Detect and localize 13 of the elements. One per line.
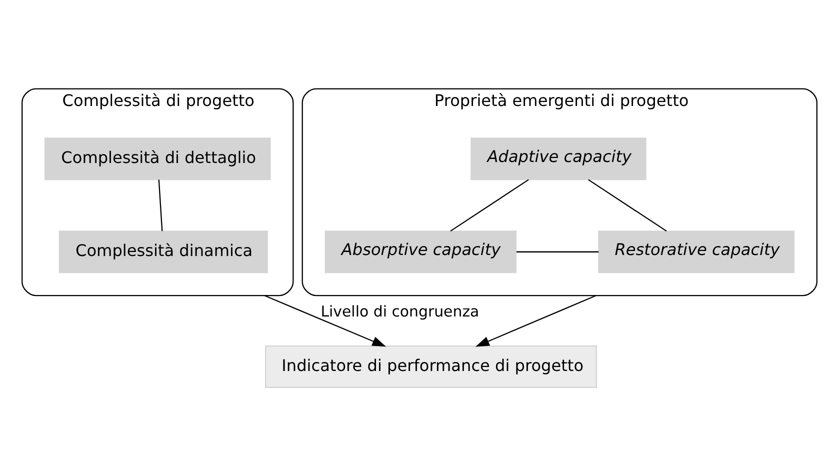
node-box: Adaptive capacity xyxy=(470,137,646,180)
node-box: Complessità dinamica xyxy=(58,230,268,273)
arrow xyxy=(264,294,386,346)
connector xyxy=(450,178,529,232)
node-box: Complessità di dettaglio xyxy=(44,137,271,180)
node-box: Restorative capacity xyxy=(598,230,794,273)
edge-label: Livello di congruenza xyxy=(320,302,480,320)
connector xyxy=(516,250,599,252)
node-box: Absorptive capacity xyxy=(324,230,517,273)
connector xyxy=(588,178,667,232)
connector xyxy=(158,179,163,231)
arrow xyxy=(476,294,596,346)
node-box: Indicatore di performance di progetto xyxy=(265,344,597,388)
